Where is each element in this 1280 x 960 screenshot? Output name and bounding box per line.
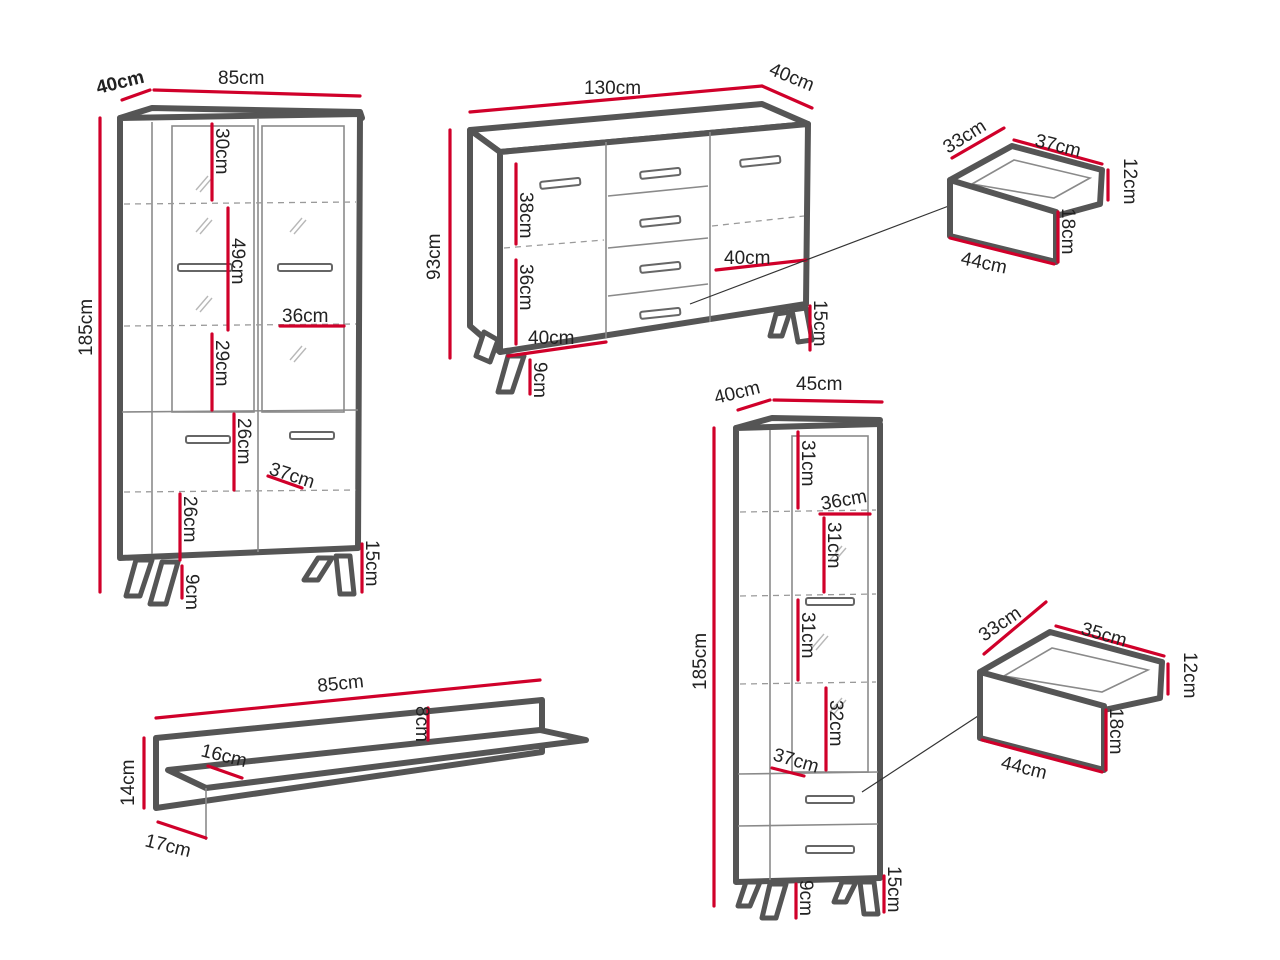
- inner-depth-left-label: 40cm: [528, 328, 574, 349]
- drawer-small-front-width-label: 44cm: [959, 248, 1009, 278]
- cabinet-body: [117, 111, 363, 561]
- lower-compartment-1-label: 26cm: [233, 418, 254, 464]
- display-cabinet: 40cm 85cm 185cm 30cm 49cm 36cm 29cm 26cm…: [76, 67, 382, 610]
- wall-shelf-height-label: 14cm: [118, 760, 139, 806]
- drawer-small: 33cm 37cm 12cm 18cm 44cm: [940, 116, 1140, 279]
- tall-door-handle: [805, 597, 855, 606]
- drawer-large-front-height-label: 18cm: [1105, 708, 1126, 754]
- sideboard-base-label: 15cm: [809, 300, 830, 346]
- glass-shelf-2-label: 49cm: [227, 238, 248, 284]
- shelf-depth-label: 36cm: [282, 306, 328, 327]
- sideboard-side: [467, 127, 503, 355]
- leg: [123, 557, 155, 599]
- tall-compartment-1-label: 31cm: [797, 440, 818, 486]
- leg: [767, 309, 793, 339]
- drawer-large: 33cm 35cm 12cm 18cm 44cm: [975, 600, 1200, 784]
- drawer-small-inner-height-label: 12cm: [1119, 158, 1140, 204]
- drawer-small-front-height-label: 18cm: [1057, 208, 1078, 254]
- sideboard-width-label: 130cm: [584, 78, 641, 99]
- wall-shelf-width-label: 85cm: [316, 671, 364, 697]
- leg: [857, 879, 881, 917]
- leg: [301, 555, 335, 583]
- glass-shelf-3-label: 29cm: [211, 340, 232, 386]
- tall-compartment-3-label: 31cm: [797, 612, 818, 658]
- door-handle-right: [277, 263, 333, 272]
- tall-base-height-label: 15cm: [883, 866, 904, 912]
- wall-shelf: 85cm 14cm 8cm 16cm 17cm: [118, 671, 589, 862]
- wall-shelf-board: [165, 727, 589, 791]
- leg: [789, 305, 815, 345]
- leg-height-label: 9cm: [181, 574, 202, 610]
- door-handle-left: [177, 263, 233, 272]
- sideboard-leg-label: 9cm: [529, 362, 550, 398]
- leg: [473, 329, 501, 365]
- tall-compartment-2-label: 31cm: [823, 522, 844, 568]
- upper-compartment-label: 38cm: [515, 192, 536, 238]
- leg: [759, 881, 789, 921]
- cabinet-height-label: 185cm: [76, 299, 97, 356]
- tall-cabinet-height-label: 185cm: [690, 633, 711, 690]
- sideboard: 130cm 40cm 93cm 38cm 36cm 40cm 40cm 15cm…: [424, 59, 955, 398]
- wall-shelf-back-height-label: 8cm: [411, 706, 432, 742]
- leg: [831, 879, 859, 905]
- lower-compartment-label: 36cm: [515, 264, 536, 310]
- tall-compartment-4-label: 32cm: [825, 700, 846, 746]
- leg: [333, 553, 357, 597]
- glass-shelf-1-label: 30cm: [211, 128, 232, 174]
- tall-drawer-handle-1: [805, 795, 855, 804]
- lower-handle-right: [289, 431, 335, 440]
- drawer-large-front: [977, 669, 1107, 773]
- sideboard-height-label: 93cm: [424, 234, 445, 280]
- drawer-large-inner-height-label: 12cm: [1179, 652, 1200, 698]
- lower-compartment-2-label: 26cm: [179, 496, 200, 542]
- leg: [495, 353, 527, 395]
- leg: [735, 879, 763, 909]
- leg: [147, 559, 181, 607]
- lower-handle-left: [185, 435, 231, 444]
- wall-shelf-depth-label: 17cm: [143, 830, 193, 862]
- drawer-small-front: [947, 177, 1059, 265]
- inner-depth-right-label: 40cm: [724, 248, 770, 269]
- tall-leg-height-label: 9cm: [795, 880, 816, 916]
- base-height-label: 15cm: [361, 540, 382, 586]
- cabinet-width-label: 85cm: [218, 68, 264, 89]
- tall-cabinet: 40cm 45cm 185cm 31cm 36cm 31cm 31cm 32cm…: [690, 374, 979, 921]
- tall-cabinet-width-label: 45cm: [796, 374, 842, 395]
- tall-drawer-handle-2: [805, 845, 855, 854]
